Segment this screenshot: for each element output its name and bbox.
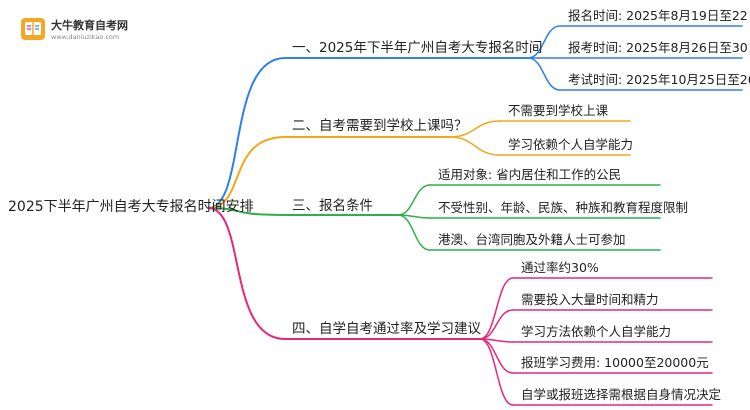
leaf-topic: 需要投入大量时间和精力 — [521, 292, 659, 307]
branch-topic: 三、报名条件 — [292, 197, 373, 214]
leaf-topic: 不需要到学校上课 — [508, 103, 609, 118]
mindmap-nodes: 2025下半年广州自考大专报名时间安排 一、2025年下半年广州自考大专报名时间… — [8, 8, 750, 402]
leaf-topic: 考试时间: 2025年10月25日至26日 — [568, 72, 750, 87]
leaf-connector — [397, 184, 431, 216]
leaf-connector — [479, 338, 514, 374]
leaf-connector — [479, 277, 514, 340]
branch-connector — [207, 57, 286, 209]
leaf-topic: 报考时间: 2025年8月26日至30日 — [568, 40, 750, 55]
leaf-topic: 自学或报班选择需根据自身情况决定 — [521, 387, 721, 402]
leaf-topic: 报班学习费用: 10000至20000元 — [521, 355, 709, 370]
leaf-topic: 通过率约30% — [521, 260, 599, 275]
leaf-topic: 学习依赖个人自学能力 — [508, 137, 633, 152]
site-logo: 大牛教育自考网 www.daniuzikao.com — [21, 18, 128, 41]
leaf-topic: 适用对象: 省内居住和工作的公民 — [438, 167, 621, 182]
leaf-connector — [479, 338, 514, 406]
logo-site: www.daniuzikao.com — [51, 33, 119, 41]
branch-topic: 二、自考需要到学校上课吗？ — [292, 117, 468, 134]
leaf-topic: 港澳、台湾同胞及外籍人士可参加 — [438, 232, 626, 247]
branch-topic: 一、2025年下半年广州自考大专报名时间 — [292, 40, 542, 56]
leaf-connector — [527, 57, 561, 91]
logo-name: 大牛教育自考网 — [51, 18, 128, 32]
leaf-topic: 报名时间: 2025年8月19日至22日 — [568, 8, 750, 23]
root-topic: 2025下半年广州自考大专报名时间安排 — [8, 199, 254, 215]
leaf-connector — [479, 309, 514, 340]
branch-topic: 四、自学自考通过率及学习建议 — [292, 320, 481, 337]
branch-connectors — [207, 25, 743, 406]
leaf-connector — [397, 214, 431, 251]
leaf-topic: 学习方法依赖个人自学能力 — [521, 324, 671, 339]
branch-connector — [207, 207, 286, 216]
leaf-topic: 不受性别、年龄、民族、种族和教育程度限制 — [438, 200, 688, 215]
leaf-connector — [527, 25, 561, 59]
leaf-connector — [449, 120, 501, 138]
book-logo-icon — [21, 18, 45, 40]
branch-connector — [207, 207, 286, 340]
leaf-connector — [449, 136, 501, 156]
branch-connector — [207, 136, 286, 209]
